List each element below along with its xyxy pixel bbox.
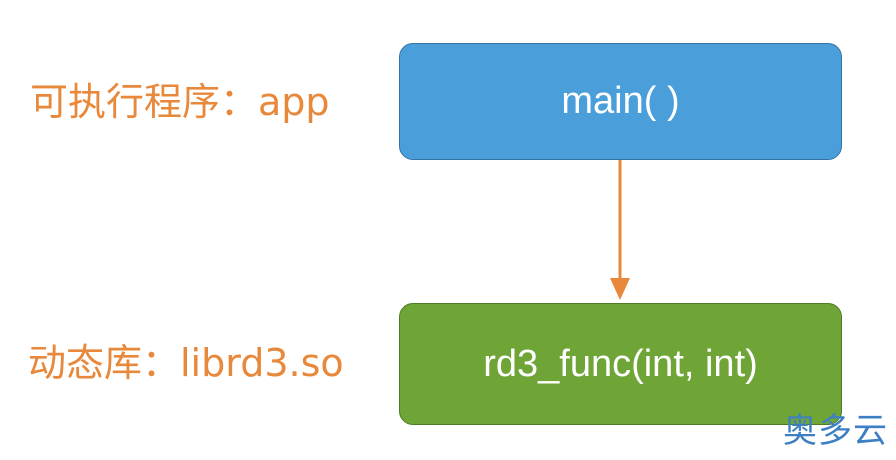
call-arrow-head xyxy=(610,278,630,300)
main-function-text: main( ) xyxy=(561,80,680,122)
dynamic-library-label: 动态库：librd3.so xyxy=(28,341,344,385)
watermark-logo-text: 奥多云 xyxy=(783,411,888,451)
executable-label: 可执行程序：app xyxy=(30,80,330,124)
call-arrow xyxy=(610,160,630,300)
rd3-func-box: rd3_func(int, int) xyxy=(399,303,842,425)
main-function-box: main( ) xyxy=(399,43,842,160)
rd3-func-text: rd3_func(int, int) xyxy=(483,342,758,385)
